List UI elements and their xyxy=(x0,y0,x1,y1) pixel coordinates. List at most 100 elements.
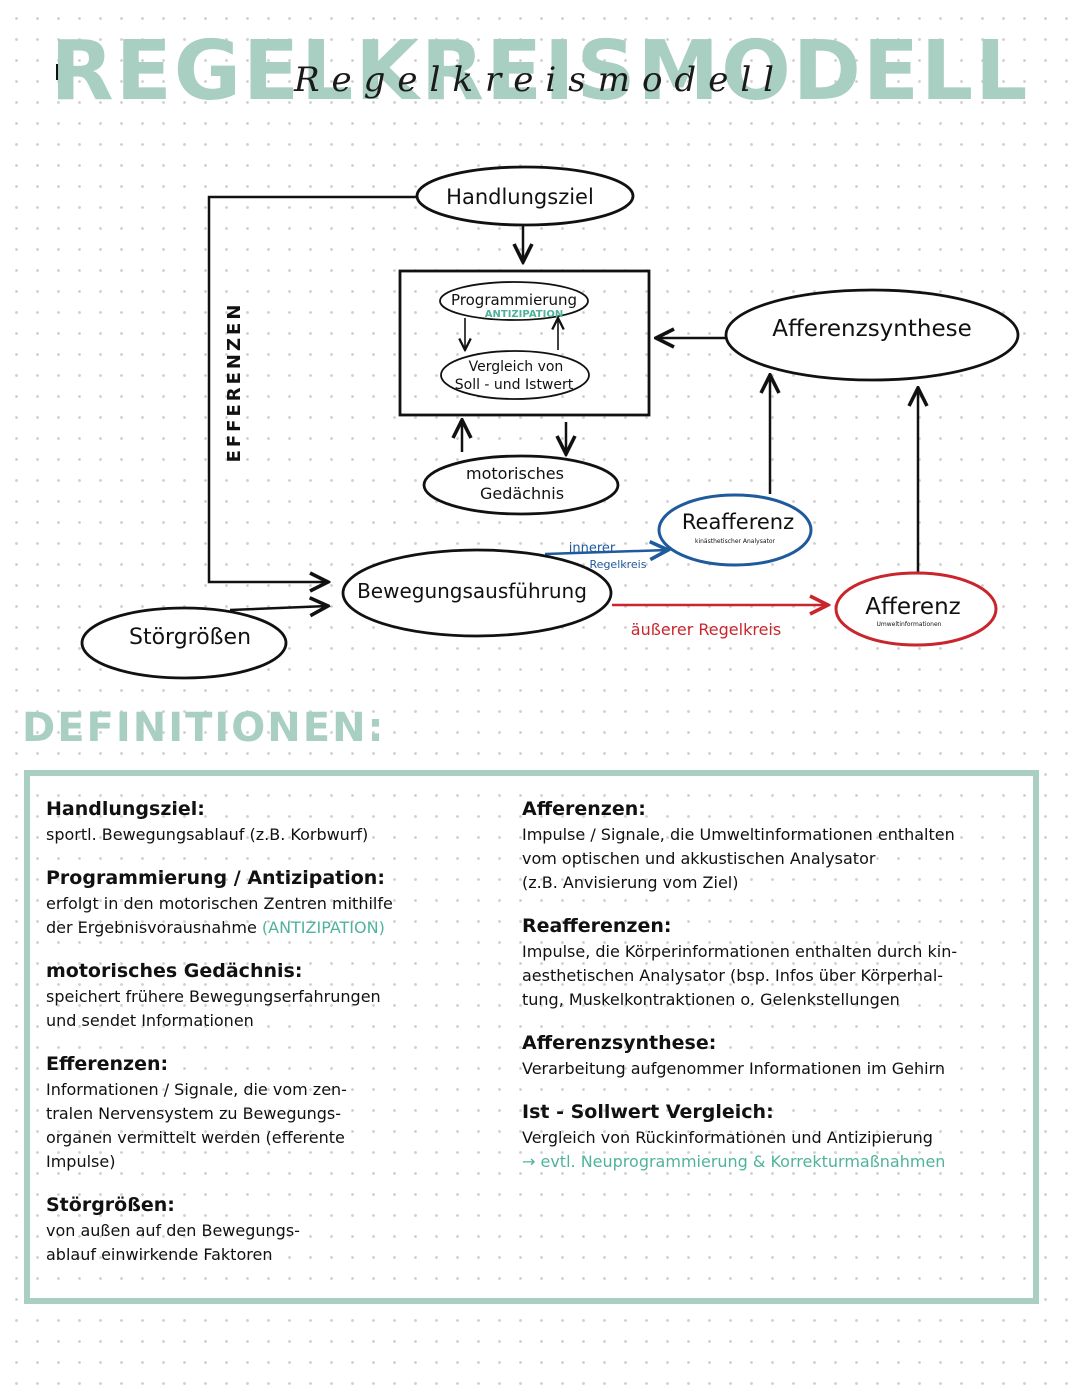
definition-line: aesthetischen Analysator (bsp. Infos übe… xyxy=(522,964,1032,988)
definition-line-text: Informationen / Signale, die vom zen- xyxy=(46,1080,347,1099)
definition-entry: Efferenzen: Informationen / Signale, die … xyxy=(46,1053,516,1174)
definition-line: Informationen / Signale, die vom zen- xyxy=(46,1078,516,1102)
definitions-heading: DEFINITIONEN: xyxy=(22,705,386,751)
afferenz-label: Afferenz xyxy=(865,594,960,620)
reafferenz-sublabel: kinästhetischer Analysator xyxy=(695,538,776,545)
definition-line: der Ergebnisvorausnahme (ANTIZIPATION) xyxy=(46,916,516,940)
definition-line: speichert frühere Bewegungserfahrungen xyxy=(46,985,516,1009)
motorisches-gedaechtnis-label-line2: Gedächnis xyxy=(480,484,564,503)
definition-line-text: Verarbeitung aufgenommer Informationen i… xyxy=(522,1059,946,1078)
definition-line-text: ablauf einwirkende Faktoren xyxy=(46,1245,273,1264)
margin-tick xyxy=(56,64,60,80)
vergleich-label-line2: Soll - und Istwert xyxy=(455,377,574,393)
handlungsziel-label: Handlungsziel xyxy=(446,185,594,209)
programmierung-node xyxy=(439,281,589,321)
definition-term: Ist - Sollwert Vergleich: xyxy=(522,1101,774,1123)
definition-line-text: tralen Nervensystem zu Bewegungs- xyxy=(46,1104,342,1123)
definition-line-text: der Ergebnisvorausnahme xyxy=(46,918,257,937)
definition-line: organen vermittelt werden (efferente xyxy=(46,1126,516,1150)
definition-term: Afferenzen: xyxy=(522,798,646,820)
page-subtitle-script: Regelkreismodell xyxy=(293,60,787,100)
definition-entry: Störgrößen: von außen auf den Bewegungs-a… xyxy=(46,1194,516,1267)
definition-line: Impulse, die Körperinformationen enthalt… xyxy=(522,940,1032,964)
definition-line-text: aesthetischen Analysator (bsp. Infos übe… xyxy=(522,966,944,985)
definition-line: von außen auf den Bewegungs- xyxy=(46,1219,516,1243)
arrow-stoergroessen-to-ausfuehrung xyxy=(229,606,328,610)
inner-loop-label-line2: Regelkreis xyxy=(590,558,647,571)
definition-entry: Handlungsziel: sportl. Bewegungsablauf (z… xyxy=(46,798,516,847)
definition-line: (z.B. Anvisierung vom Ziel) xyxy=(522,871,1032,895)
regelkreis-diagram: Handlungsziel Programmierung ANTIZIPATIO… xyxy=(80,165,1020,680)
definition-line: Vergleich von Rückinformationen und Anti… xyxy=(522,1126,1032,1150)
definition-text: Vergleich von Rückinformationen und Anti… xyxy=(522,1126,1032,1174)
definition-line-text: Impulse / Signale, die Umweltinformation… xyxy=(522,825,955,844)
definition-line-text: Impulse, die Körperinformationen enthalt… xyxy=(522,942,958,961)
stoergroessen-label: Störgrößen xyxy=(129,625,251,650)
definition-line: ablauf einwirkende Faktoren xyxy=(46,1243,516,1267)
definition-term: Reafferenzen: xyxy=(522,915,672,937)
definitions-left-column: Handlungsziel: sportl. Bewegungsablauf (z… xyxy=(46,798,516,1287)
definition-line-text: sportl. Bewegungsablauf (z.B. Korbwurf) xyxy=(46,825,369,844)
definitions-box: Handlungsziel: sportl. Bewegungsablauf (z… xyxy=(24,770,1039,1304)
definition-term: Störgrößen: xyxy=(46,1194,175,1216)
programmierung-label: Programmierung xyxy=(451,291,577,309)
definition-term: Handlungsziel: xyxy=(46,798,205,820)
definition-term: Programmierung / Antizipation: xyxy=(46,867,385,889)
definition-line-text: von außen auf den Bewegungs- xyxy=(46,1221,300,1240)
motorisches-gedaechtnis-node xyxy=(422,454,620,516)
efferenzen-label: EFFERENZEN xyxy=(224,302,245,463)
definition-line-text: Impulse) xyxy=(46,1152,116,1171)
definition-line: vom optischen und akkustischen Analysato… xyxy=(522,847,1032,871)
definition-line: Impulse) xyxy=(46,1150,516,1174)
definition-line: sportl. Bewegungsablauf (z.B. Korbwurf) xyxy=(46,823,516,847)
definition-accent: → evtl. Neuprogrammierung & Korrekturmaß… xyxy=(522,1152,946,1171)
definition-text: Informationen / Signale, die vom zen-tra… xyxy=(46,1078,516,1174)
definition-line-text: und sendet Informationen xyxy=(46,1011,254,1030)
definition-text: erfolgt in den motorischen Zentren mithi… xyxy=(46,892,516,940)
motorisches-gedaechtnis-label-line1: motorisches xyxy=(466,464,564,483)
definition-accent: (ANTIZIPATION) xyxy=(261,918,385,937)
definitions-right-column: Afferenzen: Impulse / Signale, die Umwelt… xyxy=(522,798,1032,1194)
definition-text: von außen auf den Bewegungs-ablauf einwi… xyxy=(46,1219,516,1267)
definition-entry: Afferenzsynthese: Verarbeitung aufgenomme… xyxy=(522,1032,1032,1081)
definition-line: tung, Muskelkontraktionen o. Gelenkstell… xyxy=(522,988,1032,1012)
definition-line: Verarbeitung aufgenommer Informationen i… xyxy=(522,1057,1032,1081)
antizipation-label: ANTIZIPATION xyxy=(485,309,563,320)
definition-line: tralen Nervensystem zu Bewegungs- xyxy=(46,1102,516,1126)
definition-term: motorisches Gedächnis: xyxy=(46,960,303,982)
outer-loop-label: äußerer Regelkreis xyxy=(631,620,781,639)
efferenz-line xyxy=(207,195,416,582)
vergleich-label-line1: Vergleich von xyxy=(469,359,564,375)
vergleich-node xyxy=(440,350,590,400)
definition-entry: Afferenzen: Impulse / Signale, die Umwelt… xyxy=(522,798,1032,895)
inner-loop-arrow xyxy=(544,550,668,554)
afferenzsynthese-label: Afferenzsynthese xyxy=(772,316,972,342)
inner-loop-label-line1: innerer xyxy=(569,541,616,556)
definition-line-text: (z.B. Anvisierung vom Ziel) xyxy=(522,873,739,892)
stoergroessen-node xyxy=(80,606,288,680)
definition-term: Efferenzen: xyxy=(46,1053,169,1075)
definition-term: Afferenzsynthese: xyxy=(522,1032,717,1054)
reafferenz-label: Reafferenz xyxy=(682,510,794,534)
handlungsziel-node xyxy=(415,165,635,227)
definition-line-text: organen vermittelt werden (efferente xyxy=(46,1128,345,1147)
definition-line: Impulse / Signale, die Umweltinformation… xyxy=(522,823,1032,847)
definition-text: Impulse / Signale, die Umweltinformation… xyxy=(522,823,1032,895)
definition-line-text: Vergleich von Rückinformationen und Anti… xyxy=(522,1128,933,1147)
bewegungsausfuehrung-label: Bewegungsausführung xyxy=(357,579,587,603)
definition-text: sportl. Bewegungsablauf (z.B. Korbwurf) xyxy=(46,823,516,847)
definition-entry: motorisches Gedächnis: speichert frühere … xyxy=(46,960,516,1033)
definition-line-text: tung, Muskelkontraktionen o. Gelenkstell… xyxy=(522,990,900,1009)
definition-text: Verarbeitung aufgenommer Informationen i… xyxy=(522,1057,1032,1081)
reafferenz-node xyxy=(657,493,813,567)
control-box xyxy=(398,269,651,417)
afferenzsynthese-node xyxy=(724,288,1020,382)
definition-line-text: vom optischen und akkustischen Analysato… xyxy=(522,849,876,868)
definition-text: speichert frühere Bewegungserfahrungen un… xyxy=(46,985,516,1033)
definition-line-text: erfolgt in den motorischen Zentren mithi… xyxy=(46,894,393,913)
definition-line: erfolgt in den motorischen Zentren mithi… xyxy=(46,892,516,916)
definition-entry: Ist - Sollwert Vergleich: Vergleich von R… xyxy=(522,1101,1032,1174)
page-title: REGELKREISMODELL xyxy=(50,24,1030,119)
definition-line: und sendet Informationen xyxy=(46,1009,516,1033)
afferenz-sublabel: Umweltinformationen xyxy=(877,621,942,628)
